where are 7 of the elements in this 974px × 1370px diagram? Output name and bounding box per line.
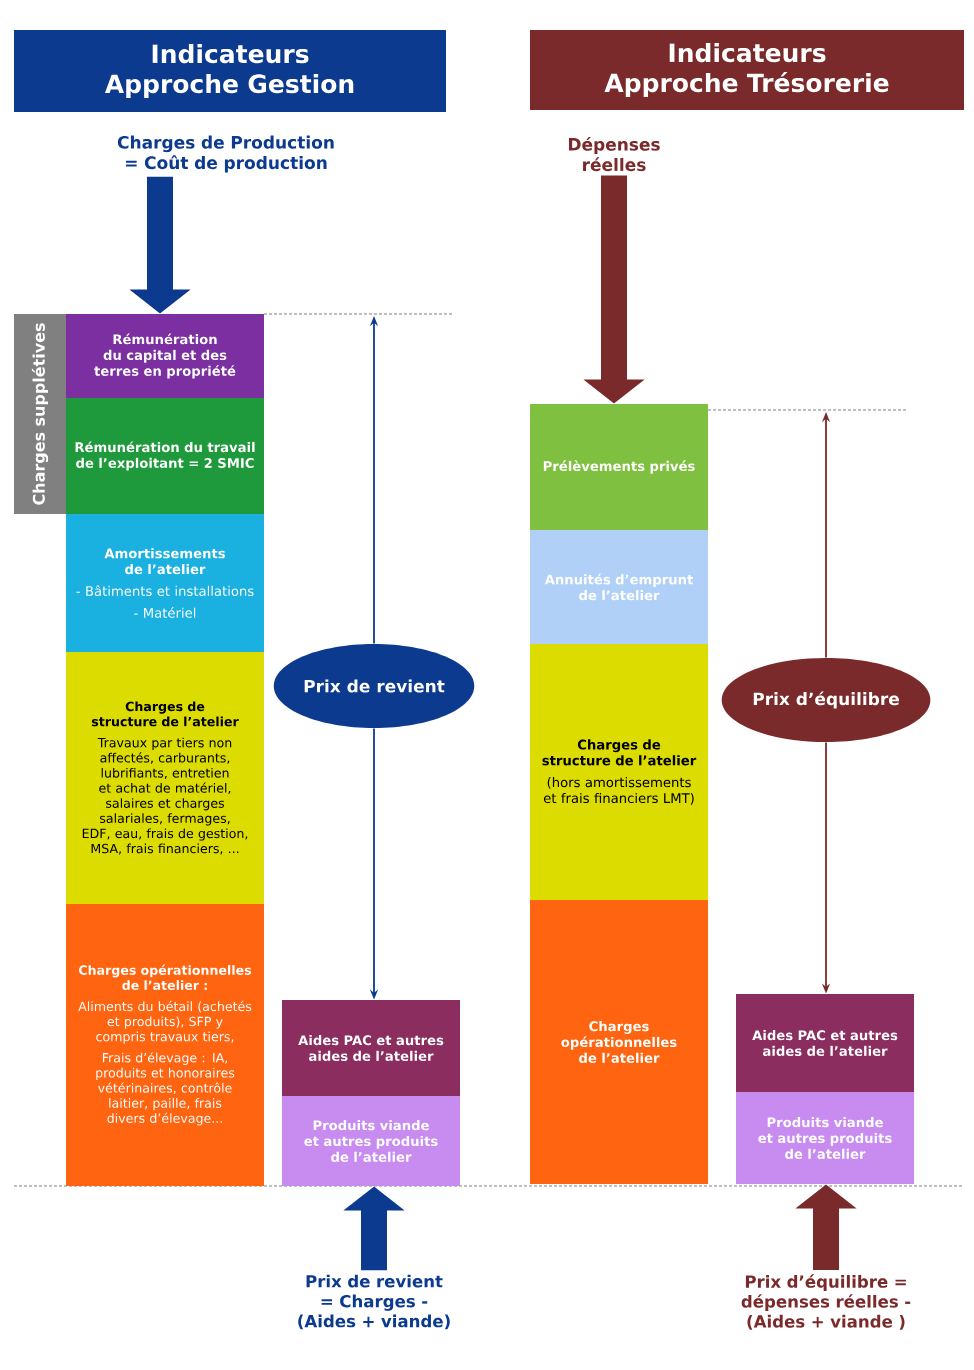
header-box: Indicateurs Approche Gestion [14, 30, 446, 112]
heading-text: Dépenses réelles [568, 136, 660, 172]
header-box: Indicateurs Approche Trésorerie [530, 30, 964, 110]
side-band: Charges supplétives [14, 314, 66, 514]
heading-text: Charges de Production = Coût de production [117, 135, 334, 173]
formula-text: Prix de revient = Charges - (Aides + viande) [298, 1274, 450, 1330]
formula-text: Prix d’équilibre = dépenses réelles - (Aides + viande ) [741, 1274, 911, 1330]
